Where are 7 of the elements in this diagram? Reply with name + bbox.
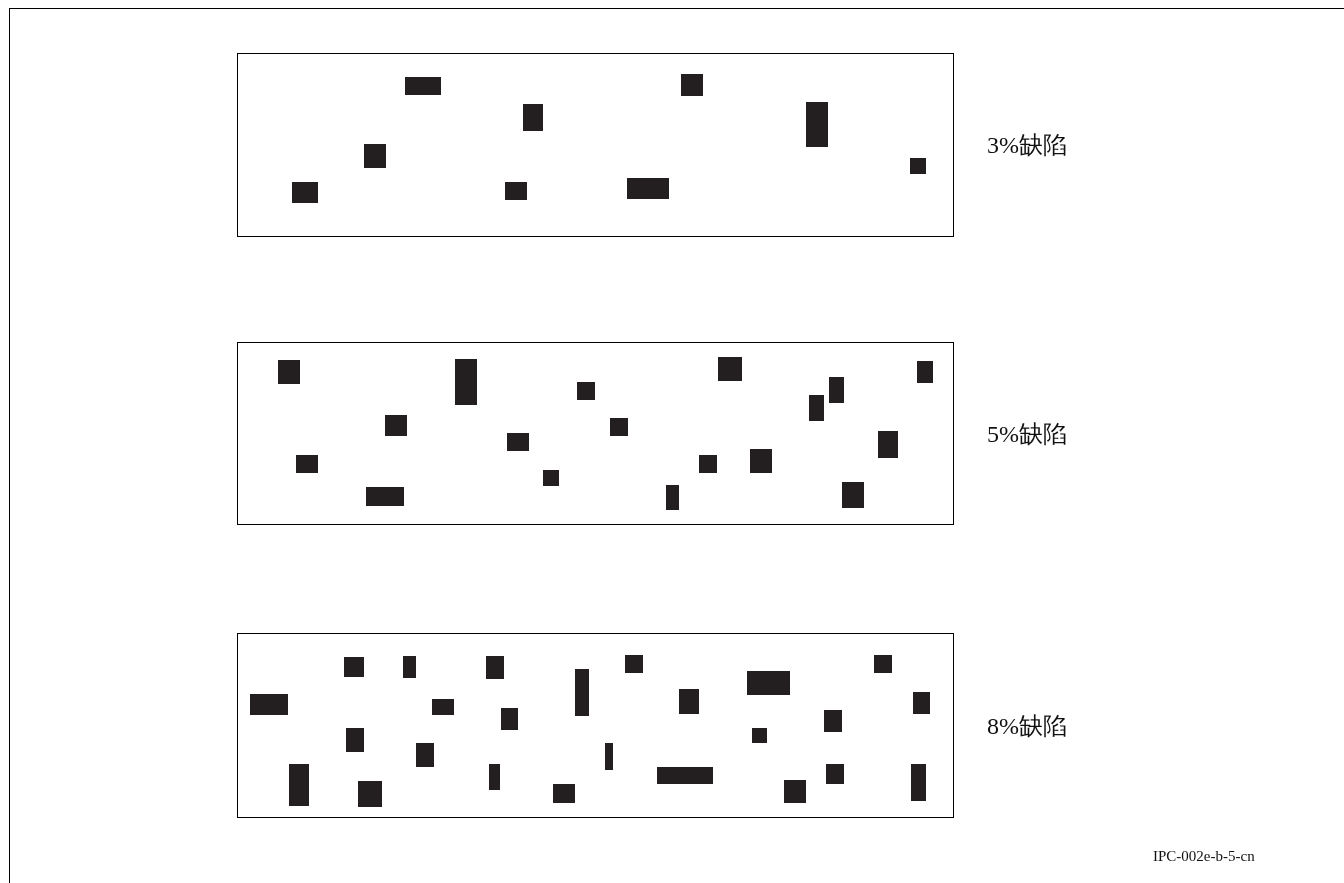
defect-panel — [237, 53, 954, 237]
defect-percentage-label: 5%缺陷 — [987, 419, 1067, 449]
defect-panel — [237, 342, 954, 525]
figure-code: IPC-002e-b-5-cn — [1153, 848, 1255, 865]
defect-percentage-label: 3%缺陷 — [987, 131, 1067, 160]
defect-percentage-label: 8%缺陷 — [987, 711, 1067, 741]
defect-panel — [237, 633, 954, 818]
